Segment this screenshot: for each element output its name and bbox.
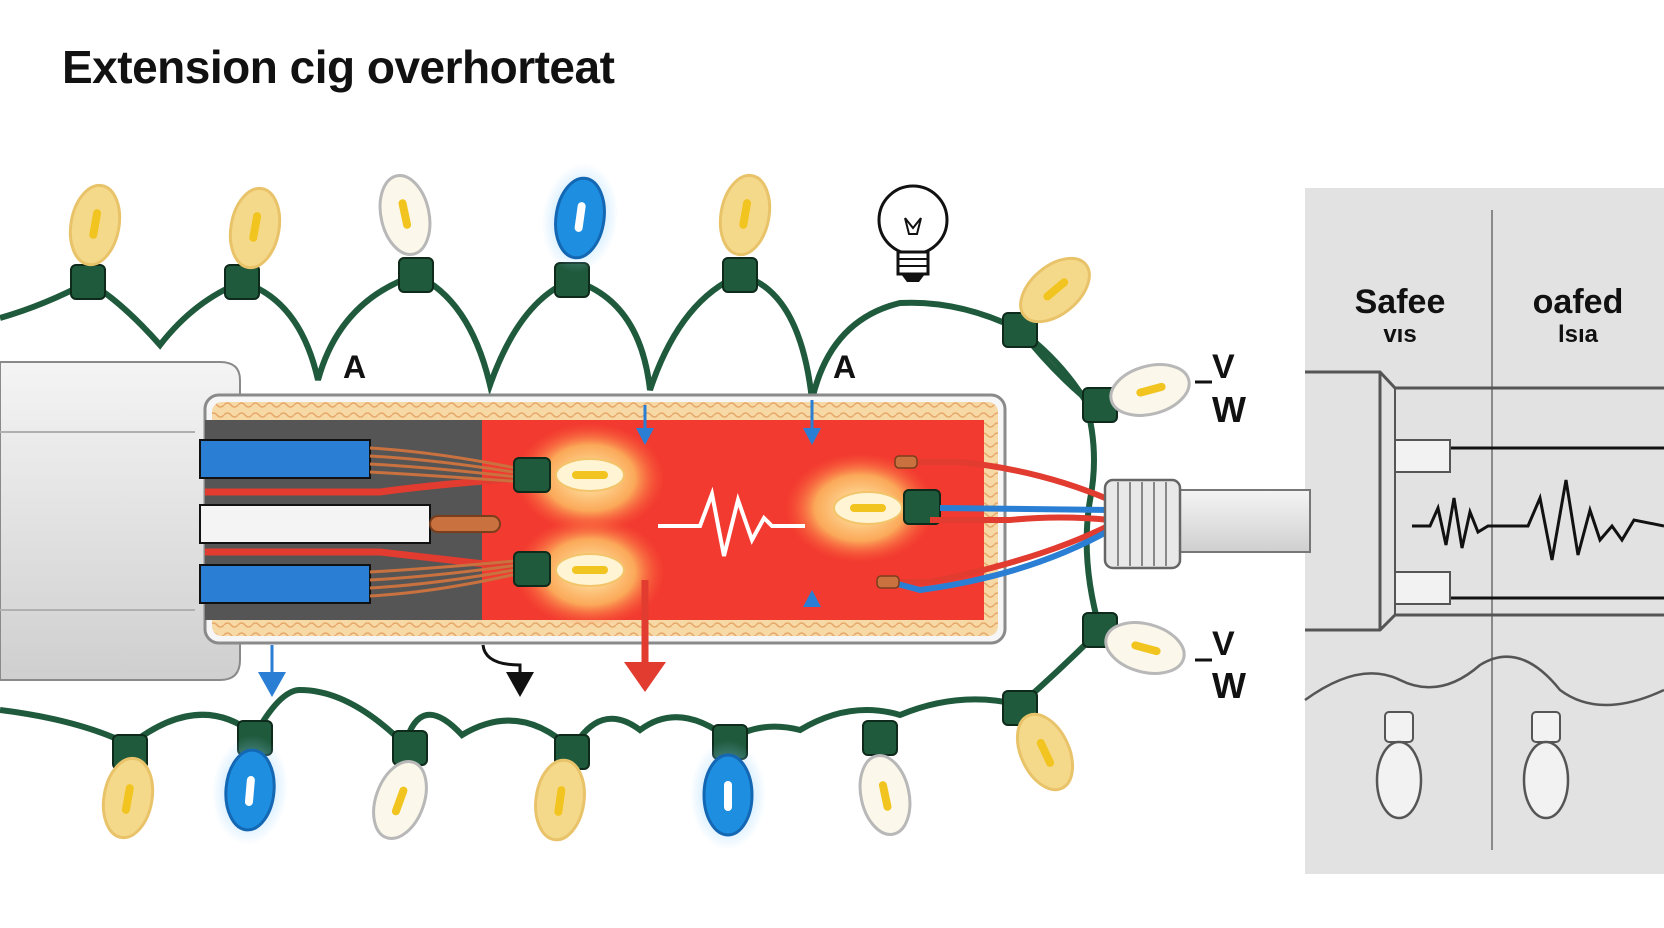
string-bulb-14 [858,754,912,836]
arrow-down-black [506,672,534,697]
string-bulb-11 [372,760,428,840]
string-bulb-1 [68,183,122,267]
panel-bulb-socket-1 [1384,711,1414,743]
string-bulb-12 [534,758,586,842]
connector-top-left [513,457,551,493]
panel-bulb-2 [1522,740,1570,820]
voltage-label-bottom: V [1212,625,1235,663]
bulb-socket-3 [398,257,434,293]
cord-cutaway [0,361,1182,681]
string-bulb-2 [228,186,282,270]
cord-jacket [0,361,241,681]
panel-plug-bottom [1394,571,1451,605]
string-bulb-15 [1015,712,1075,792]
comparison-panel: Safeе vıs oafed lsıa [1304,188,1664,874]
bulb-socket-2 [224,264,260,300]
bulb-socket-11 [392,730,428,766]
panel-background [1305,188,1664,874]
copper-strands-top [369,446,526,484]
bulb-socket-1 [70,264,106,300]
copper-strands-bottom [369,558,526,598]
overheated-subheading: lsıa [1558,321,1599,348]
panel-pipe-outline [1305,370,1664,390]
string-bulb-8 [1104,621,1186,675]
string-bulb-3 [378,174,432,256]
exposed-copper-middle [429,515,501,533]
connector-right [903,489,941,525]
flow-arrows [258,400,821,697]
safe-subheading: vıs [1383,321,1416,348]
bulb-socket-6 [1002,312,1038,348]
bulb-socket-5 [722,257,758,293]
panel-waveform [1412,479,1664,561]
blue-insulated-wire-bottom [199,564,371,604]
voltage-label-top: V [1212,348,1235,386]
string-bulb-5 [718,173,772,257]
arrow-up-blue [803,590,821,607]
string-bulb-6 [1019,256,1091,324]
wattage-label-bottom: W [1212,665,1246,706]
white-insulated-wire [199,504,431,544]
current-label-left: A [343,349,366,385]
bulb-socket-14 [862,720,898,756]
wattage-label-top: W [1212,389,1246,430]
string-bulb-9 [101,756,155,840]
heat-waveform [658,486,805,557]
panel-bulb-socket-2 [1531,711,1561,743]
heat-arrow-down-red [624,662,666,692]
string-bulb-13 [690,740,766,850]
arrow-down-blue-1 [636,428,654,445]
connector-bottom-left [513,551,551,587]
arrow-down-blue-2 [803,428,821,445]
string-bulb-4 [541,163,619,273]
panel-plug-top [1394,439,1451,473]
overheated-heading: oafed [1533,283,1624,321]
string-bulb-7 [1109,363,1191,417]
current-label-right: A [833,349,856,385]
diagram-title: Extension cig overhorteat [62,41,615,93]
outgoing-cord [1174,489,1311,553]
string-bulbs [68,163,1191,850]
arrow-down-blue-3 [258,672,286,697]
panel-bulb-1 [1375,740,1423,820]
blue-insulated-wire-top [199,439,371,479]
safe-heading: Safeе [1355,283,1446,321]
cord-strain-relief [1103,478,1182,570]
string-bulb-10 [211,735,289,845]
lightbulb-icon [877,184,949,282]
